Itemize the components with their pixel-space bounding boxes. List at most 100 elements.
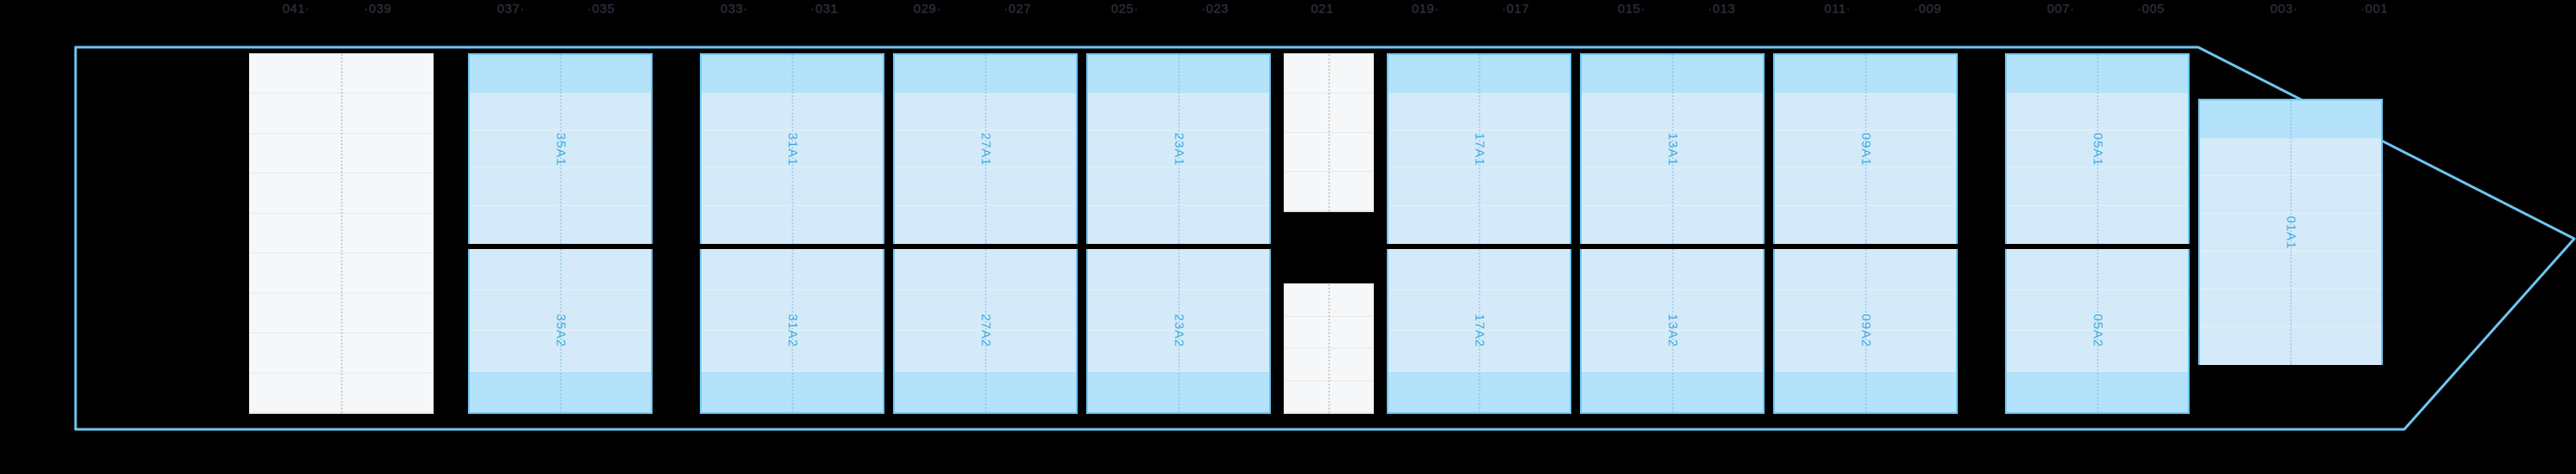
bay-slot-row[interactable]: [2200, 289, 2381, 327]
bay-slot-row[interactable]: [1088, 249, 1269, 290]
bay-slot-row[interactable]: [2200, 100, 2381, 138]
bay-slot-row[interactable]: [2007, 131, 2188, 168]
bay-slot-row[interactable]: [1582, 55, 1763, 93]
bay-slot-row[interactable]: [2200, 327, 2381, 365]
bay-slot-row[interactable]: [1285, 54, 1373, 94]
bay-slot-row[interactable]: [1775, 131, 1956, 168]
bay-slot-row[interactable]: [2007, 249, 2188, 290]
bay-slot-row[interactable]: [1388, 93, 1570, 131]
bay-block[interactable]: 13A2: [1580, 249, 1765, 414]
bay-slot-row[interactable]: [1285, 349, 1373, 381]
bay-slot-row[interactable]: [2007, 168, 2188, 206]
bay-block[interactable]: 05A1: [2005, 53, 2190, 244]
bay-slot-row[interactable]: [895, 168, 1076, 206]
bay-block[interactable]: 27A2: [893, 249, 1078, 414]
bay-block[interactable]: 35A2: [468, 249, 653, 414]
bay-slot-row[interactable]: [1582, 131, 1763, 168]
bay-slot-row[interactable]: [2007, 206, 2188, 244]
bay-block[interactable]: 17A1: [1387, 53, 1571, 244]
bay-slot-row[interactable]: [1582, 168, 1763, 206]
bay-slot-row[interactable]: [1285, 93, 1373, 133]
bay-slot-row[interactable]: [470, 249, 651, 290]
bay-slot-row[interactable]: [250, 54, 433, 94]
bay-slot-row[interactable]: [2007, 55, 2188, 93]
bay-block[interactable]: 01A1: [2198, 99, 2383, 365]
bay-block[interactable]: 23A1: [1086, 53, 1271, 244]
bay-slot-row[interactable]: [895, 331, 1076, 372]
bay-slot-row[interactable]: [895, 131, 1076, 168]
bay-slot-row[interactable]: [1285, 316, 1373, 349]
bay-slot-row[interactable]: [1388, 249, 1570, 290]
bay-slot-row[interactable]: [1775, 206, 1956, 244]
bay-block[interactable]: 31A2: [700, 249, 884, 414]
bay-block[interactable]: 17A2: [1387, 249, 1571, 414]
bay-slot-row[interactable]: [895, 206, 1076, 244]
bay-slot-row[interactable]: [1775, 331, 1956, 372]
bay-slot-row[interactable]: [470, 55, 651, 93]
bay-slot-row[interactable]: [895, 55, 1076, 93]
bay-slot-row[interactable]: [1582, 289, 1763, 331]
bay-slot-row[interactable]: [1285, 284, 1373, 317]
bay-slot-row[interactable]: [702, 131, 883, 168]
bay-block[interactable]: 35A1: [468, 53, 653, 244]
bay-block[interactable]: [1284, 283, 1374, 414]
bay-block[interactable]: [1284, 53, 1374, 212]
bay-block[interactable]: 09A1: [1773, 53, 1958, 244]
bay-slot-row[interactable]: [1388, 331, 1570, 372]
bay-slot-row[interactable]: [2200, 214, 2381, 252]
bay-block[interactable]: 09A2: [1773, 249, 1958, 414]
bay-slot-row[interactable]: [1088, 131, 1269, 168]
bay-slot-row[interactable]: [1775, 289, 1956, 331]
bay-slot-row[interactable]: [1388, 371, 1570, 412]
bay-slot-row[interactable]: [2007, 289, 2188, 331]
bay-slot-row[interactable]: [470, 93, 651, 131]
bay-slot-row[interactable]: [1388, 55, 1570, 93]
bay-slot-row[interactable]: [1088, 55, 1269, 93]
bay-slot-row[interactable]: [1285, 380, 1373, 413]
bay-slot-row[interactable]: [702, 371, 883, 412]
bay-slot-row[interactable]: [1775, 249, 1956, 290]
bay-slot-row[interactable]: [470, 371, 651, 412]
bay-slot-row[interactable]: [250, 94, 433, 134]
bay-slot-row[interactable]: [250, 253, 433, 294]
bay-slot-row[interactable]: [1088, 371, 1269, 412]
bay-slot-row[interactable]: [895, 289, 1076, 331]
bay-slot-row[interactable]: [1088, 93, 1269, 131]
bay-slot-row[interactable]: [470, 206, 651, 244]
bay-slot-row[interactable]: [702, 168, 883, 206]
bay-slot-row[interactable]: [2007, 93, 2188, 131]
bay-slot-row[interactable]: [1388, 289, 1570, 331]
bay-slot-row[interactable]: [1775, 371, 1956, 412]
bay-slot-row[interactable]: [895, 249, 1076, 290]
bay-slot-row[interactable]: [1088, 289, 1269, 331]
bay-slot-row[interactable]: [895, 93, 1076, 131]
bay-slot-row[interactable]: [470, 131, 651, 168]
bay-slot-row[interactable]: [2200, 252, 2381, 289]
bay-slot-row[interactable]: [1388, 168, 1570, 206]
bay-slot-row[interactable]: [1582, 371, 1763, 412]
bay-block[interactable]: 27A1: [893, 53, 1078, 244]
bay-slot-row[interactable]: [1582, 206, 1763, 244]
bay-slot-row[interactable]: [702, 249, 883, 290]
bay-slot-row[interactable]: [702, 331, 883, 372]
bay-slot-row[interactable]: [1088, 331, 1269, 372]
bay-slot-row[interactable]: [250, 133, 433, 174]
bay-slot-row[interactable]: [470, 168, 651, 206]
bay-block[interactable]: 13A1: [1580, 53, 1765, 244]
bay-slot-row[interactable]: [1285, 132, 1373, 173]
bay-block[interactable]: 23A2: [1086, 249, 1271, 414]
bay-slot-row[interactable]: [1582, 331, 1763, 372]
bay-slot-row[interactable]: [1775, 93, 1956, 131]
bay-slot-row[interactable]: [1775, 55, 1956, 93]
bay-slot-row[interactable]: [250, 293, 433, 334]
bay-slot-row[interactable]: [2200, 138, 2381, 176]
bay-slot-row[interactable]: [1088, 168, 1269, 206]
bay-slot-row[interactable]: [250, 333, 433, 374]
bay-block[interactable]: 05A2: [2005, 249, 2190, 414]
bay-slot-row[interactable]: [702, 206, 883, 244]
bay-slot-row[interactable]: [2007, 331, 2188, 372]
bay-slot-row[interactable]: [1388, 206, 1570, 244]
bay-slot-row[interactable]: [250, 173, 433, 214]
bay-slot-row[interactable]: [2007, 371, 2188, 412]
